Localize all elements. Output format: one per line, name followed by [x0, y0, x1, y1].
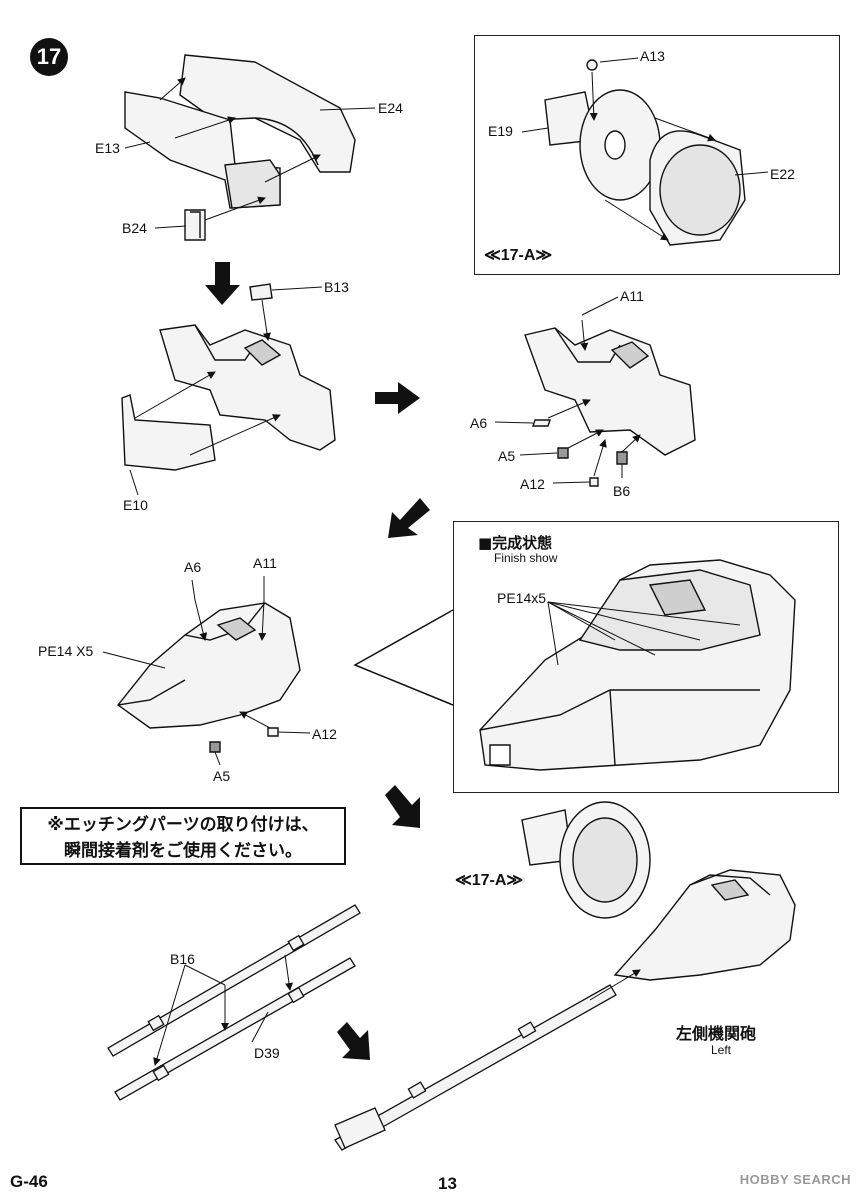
stage1-frame-drawing — [124, 54, 356, 241]
stage2-hull-drawing — [121, 283, 336, 471]
label-a6-stage4: A6 — [184, 559, 202, 575]
leader-e24 — [319, 107, 376, 111]
arrow-down-right — [385, 785, 420, 828]
leader-b13 — [271, 286, 323, 291]
leader-e13 — [124, 141, 151, 149]
manual-code: G-46 — [10, 1172, 48, 1191]
label-a6-stage3: A6 — [470, 415, 488, 431]
stage3-leaders — [494, 296, 641, 484]
leader-e19 — [521, 127, 549, 133]
leader-e10 — [129, 469, 139, 496]
barrel-leaders — [153, 954, 293, 1066]
subassembly-17a-drawing — [544, 59, 746, 246]
arrow-right — [375, 382, 420, 414]
final-barrel-drawing — [334, 984, 617, 1151]
arrow-down-left — [388, 498, 430, 538]
barrel-assembly-drawing — [107, 904, 361, 1101]
label-e13: E13 — [95, 140, 120, 156]
note-line-1: ※エッチングパーツの取り付けは、 — [47, 815, 319, 835]
final-subassembly-ref: ≪17-A≫ — [455, 872, 524, 889]
finish-subtitle: Finish show — [494, 551, 558, 565]
leader-a12 — [552, 481, 591, 484]
label-e22: E22 — [770, 166, 795, 182]
leader-pe14 — [102, 651, 166, 669]
stage2-leaders — [129, 286, 323, 496]
finish-title: ■完成状態 — [478, 534, 553, 552]
leader-a11 — [581, 296, 619, 316]
stage4-hull-drawing — [116, 602, 301, 753]
final-title-en: Left — [711, 1043, 732, 1057]
page-number: 13 — [438, 1174, 457, 1193]
label-a11-stage4: A11 — [253, 555, 277, 571]
leader-a13 — [599, 57, 639, 63]
leader-b24 — [154, 225, 187, 229]
leader-e22 — [734, 171, 769, 176]
watermark: HOBBY SEARCH — [739, 1172, 851, 1187]
label-pe14-stage4: PE14 X5 — [38, 643, 94, 659]
label-e10: E10 — [123, 497, 148, 513]
stage4-leaders — [102, 576, 311, 766]
label-b13: B13 — [324, 279, 349, 295]
label-d39: D39 — [254, 1045, 280, 1061]
step-number-badge: 17 — [30, 38, 68, 76]
label-a12-stage4: A12 — [312, 726, 337, 742]
label-a11-stage3: A11 — [620, 288, 644, 304]
label-e24: E24 — [378, 100, 403, 116]
leader-a12 — [277, 731, 311, 734]
label-a12-stage3: A12 — [520, 476, 545, 492]
leader-a6 — [494, 421, 534, 424]
label-b24: B24 — [122, 220, 147, 236]
leader-d39 — [251, 1011, 269, 1043]
leader-a5 — [214, 751, 221, 766]
arrow-down-right-lower — [337, 1022, 370, 1060]
stage1-leaders — [124, 77, 376, 229]
label-pe14-finish: PE14x5 — [497, 590, 547, 606]
final-title-jp: 左側機関砲 — [676, 1024, 757, 1043]
finish-hull-drawing — [479, 559, 796, 771]
finish-show-panel — [453, 521, 839, 793]
label-b6-stage3: B6 — [613, 483, 631, 499]
label-b16: B16 — [170, 951, 195, 967]
arrow-down — [205, 262, 240, 305]
subassembly-17a-panel — [474, 35, 840, 275]
label-a5-stage3: A5 — [498, 448, 516, 464]
final-assembly-drawing — [521, 801, 796, 981]
subassembly-ref-label: ≪17-A≫ — [484, 247, 553, 264]
subassembly-leaders — [521, 57, 769, 241]
finish-leaders — [547, 601, 741, 666]
label-e19: E19 — [488, 123, 513, 139]
finish-callout-pointer — [353, 609, 454, 706]
photo-etch-adhesive-note: ※エッチングパーツの取り付けは、 瞬間接着剤をご使用ください。 — [20, 807, 346, 865]
note-line-2: 瞬間接着剤をご使用ください。 — [64, 841, 302, 861]
leader-a5 — [519, 452, 558, 456]
leader-a6 — [191, 579, 196, 601]
label-a13: A13 — [640, 48, 665, 64]
label-a5-stage4: A5 — [213, 768, 231, 784]
stage3-hull-drawing — [524, 327, 696, 487]
